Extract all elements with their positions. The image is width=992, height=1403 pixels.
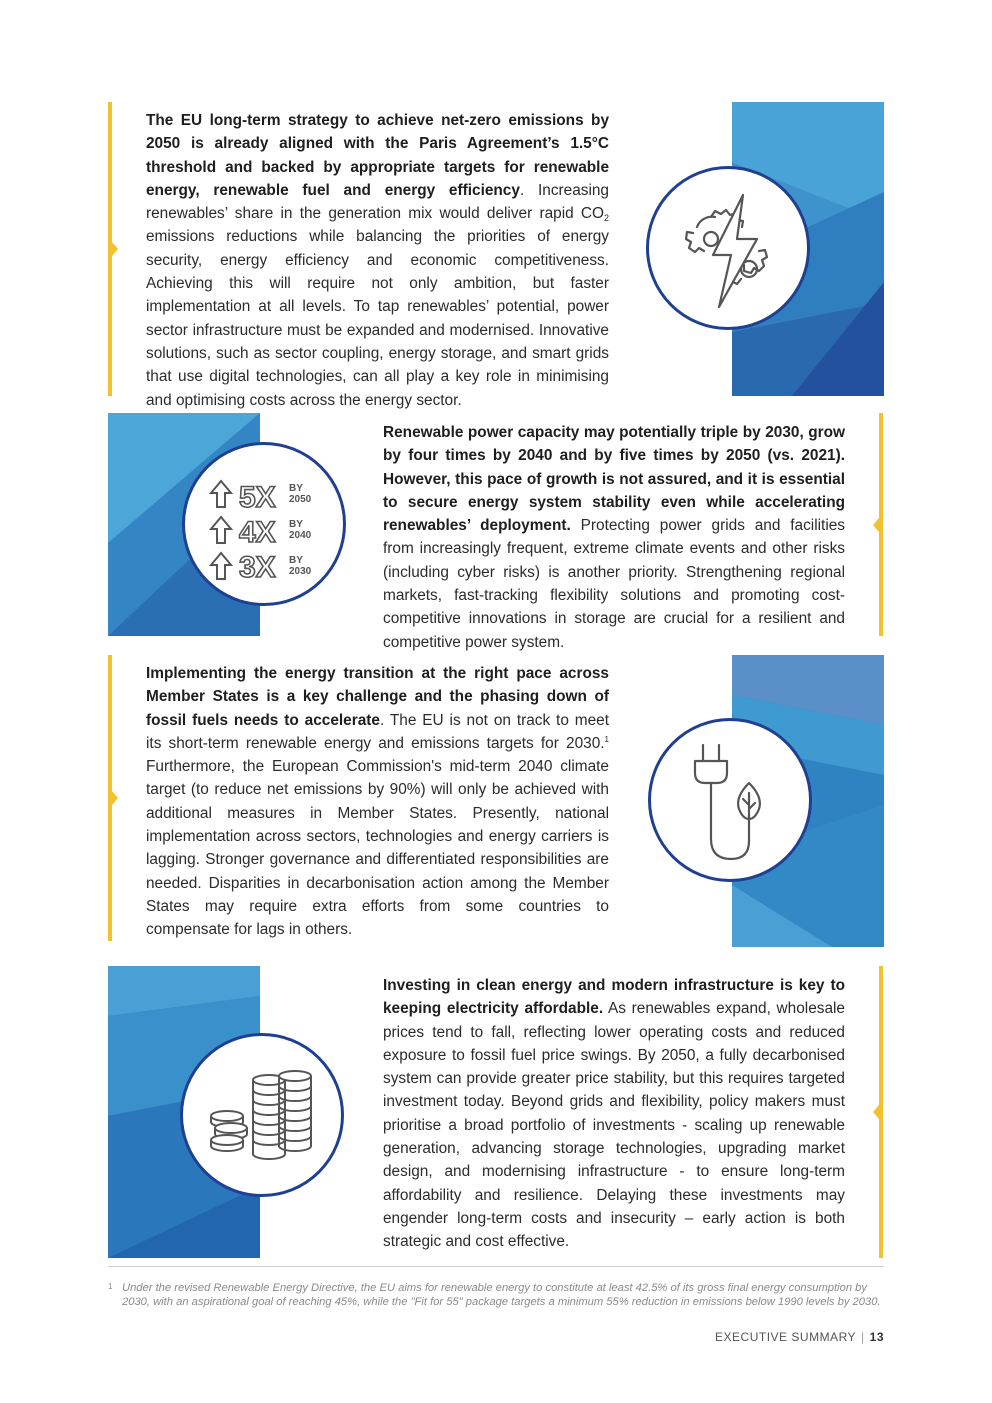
section-3-lead: Implementing the energy transition at th… <box>146 665 609 729</box>
accent-bar <box>873 966 883 1258</box>
coin-stacks-icon <box>180 1033 344 1197</box>
page-footer: EXECUTIVE SUMMARY|13 <box>715 1330 884 1344</box>
footnote-number: 1 <box>108 1282 113 1291</box>
multiplier-5x: 5X <box>239 481 276 514</box>
section-1-paragraph: The EU long-term strategy to achieve net… <box>146 112 609 409</box>
svg-text:BY: BY <box>289 519 303 530</box>
section-4-lead: Investing in clean energy and modern inf… <box>383 977 845 1018</box>
footnote-divider <box>108 1266 884 1267</box>
accent-bar <box>108 102 118 396</box>
accent-bar <box>108 655 118 941</box>
growth-multiplier-icon: 5X BY 2050 4X BY 2040 3X BY 2030 <box>182 442 346 606</box>
page-number: 13 <box>869 1330 884 1344</box>
footer-section-label: EXECUTIVE SUMMARY <box>715 1330 857 1344</box>
svg-text:BY: BY <box>289 483 303 494</box>
year-2050: 2050 <box>289 494 312 505</box>
year-2040: 2040 <box>289 530 312 541</box>
multiplier-4x: 4X <box>239 516 276 549</box>
footnote-text: Under the revised Renewable Energy Direc… <box>122 1282 881 1308</box>
multiplier-3x: 3X <box>239 551 276 584</box>
section-2-lead: Renewable power capacity may potentially… <box>383 424 845 535</box>
section-2-paragraph: Renewable power capacity may potentially… <box>383 424 846 651</box>
year-2030: 2030 <box>289 566 312 577</box>
plug-leaf-icon <box>648 718 812 882</box>
section-1-lead: The EU long-term strategy to achieve net… <box>146 112 609 199</box>
lightning-gears-icon <box>646 166 810 330</box>
footnote-ref: 1 <box>604 734 609 744</box>
section-3-paragraph: Implementing the energy transition at th… <box>146 665 609 939</box>
footnote: 1 Under the revised Renewable Energy Dir… <box>108 1282 884 1309</box>
svg-text:BY: BY <box>289 555 303 566</box>
section-4-paragraph: Investing in clean energy and modern inf… <box>383 977 845 1251</box>
accent-bar <box>873 413 883 636</box>
